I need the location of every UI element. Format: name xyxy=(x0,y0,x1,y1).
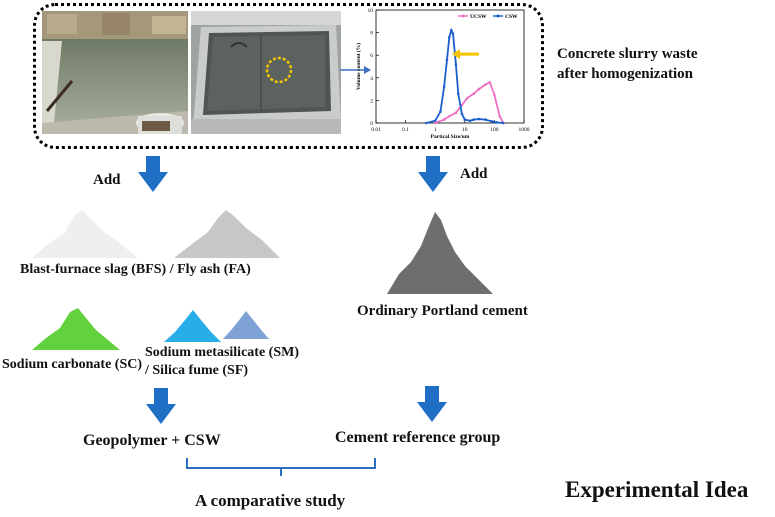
sm-label-line2: / Silica fume (SF) xyxy=(145,363,249,378)
top-caption-line2: after homogenization xyxy=(557,66,693,82)
data-point-ucsw xyxy=(498,114,501,118)
data-point-csw xyxy=(472,118,476,121)
data-point-ucsw xyxy=(484,83,487,86)
data-point-ucsw xyxy=(488,81,492,84)
sf-powder-pile xyxy=(223,311,269,339)
data-point-csw xyxy=(484,118,487,121)
series-line-ucsw xyxy=(434,81,505,124)
geopolymer-csw-label: Geopolymer + CSW xyxy=(83,432,221,449)
legend-marker-ucsw xyxy=(461,14,465,18)
data-point-csw xyxy=(450,29,453,32)
data-point-csw xyxy=(454,62,458,66)
photo-to-chart-arrow xyxy=(340,66,371,74)
sc-powder-pile xyxy=(32,308,120,350)
data-point-csw xyxy=(433,119,437,123)
data-point-csw xyxy=(477,117,481,121)
data-point-csw xyxy=(468,119,472,123)
data-point-csw xyxy=(502,121,505,125)
down-arrow-left-2 xyxy=(146,388,176,424)
y-tick-label: 10 xyxy=(368,8,374,14)
add-label-left: Add xyxy=(93,172,121,188)
data-point-csw xyxy=(442,85,446,89)
top-caption-line1: Concrete slurry waste xyxy=(557,46,698,62)
down-arrow-right-1 xyxy=(418,156,448,192)
x-tick-label: 1000 xyxy=(519,127,530,133)
data-point-csw xyxy=(445,58,449,62)
x-axis-label: Partical Size/um xyxy=(431,134,470,140)
y-axis-label: Volume content (%) xyxy=(355,43,362,90)
x-tick-label: 1 xyxy=(434,127,437,133)
bfs-fa-label: Blast-furnace slag (BFS) / Fly ash (FA) xyxy=(20,262,251,277)
opc-label: Ordinary Portland cement xyxy=(357,303,528,319)
comparison-bracket xyxy=(186,458,376,476)
comparative-study-label: A comparative study xyxy=(195,491,346,510)
x-tick-label: 100 xyxy=(490,127,499,133)
x-tick-label: 0.01 xyxy=(371,127,381,133)
data-point-ucsw xyxy=(454,111,458,115)
sm-label-line1: Sodium metasilicate (SM) xyxy=(145,345,299,360)
data-point-ucsw xyxy=(442,118,446,121)
data-point-csw xyxy=(495,121,499,124)
data-point-ucsw xyxy=(448,114,451,118)
sc-label: Sodium carbonate (SC) xyxy=(2,357,143,372)
data-point-ucsw xyxy=(465,96,469,100)
down-arrow-left-1 xyxy=(138,156,168,192)
experimental-idea-title: Experimental Idea xyxy=(565,477,749,502)
y-tick-label: 4 xyxy=(370,76,373,82)
y-tick-label: 8 xyxy=(370,31,373,37)
add-label-right: Add xyxy=(460,166,488,182)
sample-highlight-circle xyxy=(265,56,293,84)
peak-annotation-arrow-head xyxy=(452,49,460,60)
series-line-csw xyxy=(426,27,504,124)
data-point-csw xyxy=(463,118,467,121)
legend-label-csw: CSW xyxy=(505,14,518,20)
bfs-powder-pile xyxy=(32,210,138,258)
down-arrow-right-2 xyxy=(417,386,447,422)
slurry-pool-photo xyxy=(42,11,188,134)
data-point-csw xyxy=(490,120,493,123)
legend-label-ucsw: UCSW xyxy=(470,14,487,20)
data-point-ucsw xyxy=(433,121,437,125)
y-tick-label: 0 xyxy=(370,121,373,127)
fa-powder-pile xyxy=(174,210,280,258)
cement-reference-label: Cement reference group xyxy=(335,429,501,446)
x-tick-label: 0.1 xyxy=(402,127,409,133)
top-panel-frame xyxy=(33,3,544,149)
sm-powder-pile xyxy=(164,310,221,342)
data-point-csw xyxy=(448,35,451,39)
opc-powder-pile xyxy=(387,212,493,294)
y-tick-label: 6 xyxy=(370,53,373,59)
data-point-ucsw xyxy=(493,93,496,97)
data-point-ucsw xyxy=(472,92,476,95)
y-tick-label: 2 xyxy=(370,98,373,104)
chart-plot-frame xyxy=(375,9,525,124)
data-point-csw xyxy=(456,92,460,95)
legend-marker-csw xyxy=(496,14,500,18)
data-point-csw xyxy=(460,112,464,116)
data-point-csw xyxy=(424,121,428,125)
homogenized-slurry-photo xyxy=(191,11,341,134)
x-tick-label: 10 xyxy=(462,127,468,133)
data-point-ucsw xyxy=(477,87,481,91)
data-point-csw xyxy=(451,32,455,36)
data-point-csw xyxy=(439,110,442,113)
